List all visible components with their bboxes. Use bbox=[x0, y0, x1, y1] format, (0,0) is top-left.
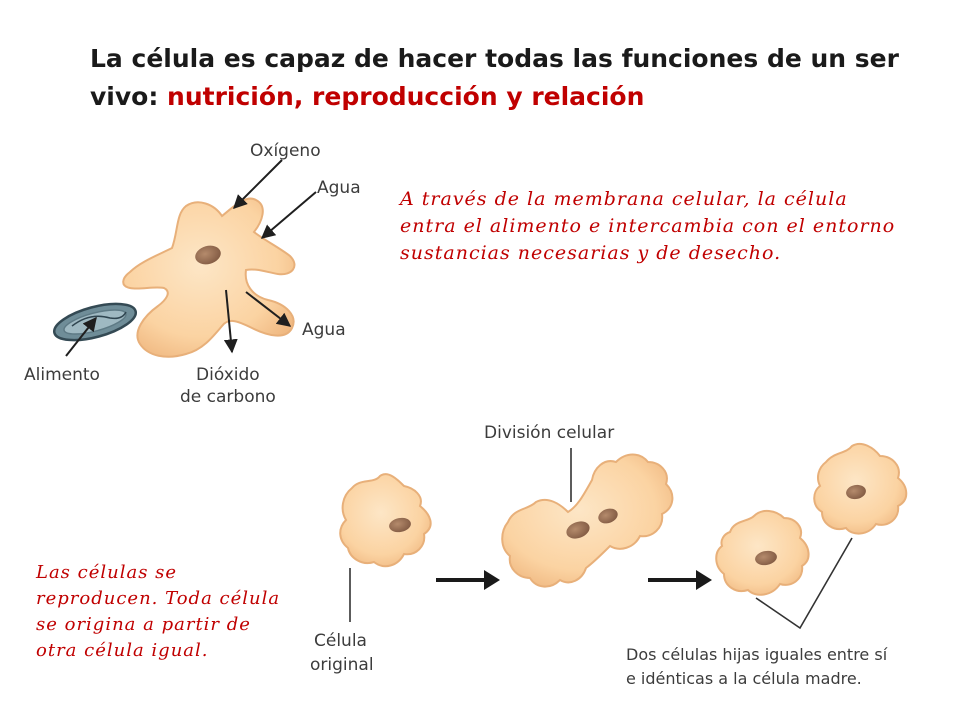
food-particle-icon bbox=[52, 302, 138, 342]
label-dioxido-1: Dióxido bbox=[196, 365, 260, 385]
dividing-nucleus-1 bbox=[566, 521, 590, 539]
process-arrow-1-icon bbox=[436, 570, 500, 590]
oxygen-arrow bbox=[233, 159, 283, 209]
label-original-2: original bbox=[310, 655, 374, 675]
page-title: La célula es capaz de hacer todas las fu… bbox=[90, 40, 910, 116]
label-oxigeno: Oxígeno bbox=[250, 141, 321, 161]
reproduction-note: Las células se reproducen. Toda célula s… bbox=[36, 562, 281, 661]
dividing-cell bbox=[501, 453, 674, 588]
daughter-nucleus-2 bbox=[846, 484, 866, 500]
co2-arrow bbox=[223, 289, 238, 354]
original-cell bbox=[339, 473, 432, 568]
nutrition-note: A través de la membrana celular, la célu… bbox=[400, 188, 896, 264]
label-daughters-1: Dos células hijas iguales entre sí bbox=[626, 645, 888, 664]
water-in-arrow bbox=[260, 191, 317, 239]
label-division: División celular bbox=[484, 423, 614, 443]
label-daughters-2: e idénticas a la célula madre. bbox=[626, 669, 862, 688]
label-alimento: Alimento bbox=[24, 365, 100, 385]
title-highlight: nutrición, reproducción y relación bbox=[167, 82, 645, 111]
process-arrow-2-icon bbox=[648, 570, 712, 590]
dividing-nucleus-2 bbox=[598, 508, 618, 524]
nutrition-figure: Oxígeno Agua Agua Alimento Dióxido de ca… bbox=[24, 141, 361, 407]
food-arrow bbox=[65, 316, 97, 357]
label-agua-out: Agua bbox=[302, 320, 346, 340]
nucleus bbox=[195, 245, 221, 265]
label-dioxido-2: de carbono bbox=[180, 387, 276, 407]
division-figure: División celular Célula original Dos cél… bbox=[310, 423, 908, 688]
water-out-arrow bbox=[245, 291, 292, 327]
daughter-nucleus-1 bbox=[755, 550, 777, 566]
amoeba-cell bbox=[122, 197, 296, 358]
original-nucleus bbox=[389, 517, 411, 533]
label-agua-in: Agua bbox=[317, 178, 361, 198]
daughters-leader-line bbox=[755, 537, 853, 630]
title-main: La célula es capaz de hacer todas las fu… bbox=[90, 44, 899, 111]
label-original-1: Célula bbox=[314, 631, 367, 651]
